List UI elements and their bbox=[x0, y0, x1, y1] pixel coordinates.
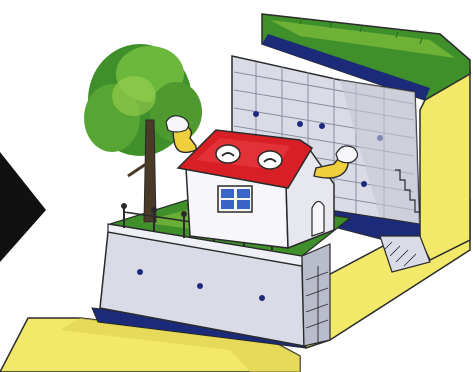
house-door bbox=[312, 201, 324, 236]
house-window-pane-3 bbox=[221, 200, 234, 209]
house-window-pane-4 bbox=[237, 200, 250, 209]
house-window-pane-2 bbox=[237, 189, 250, 198]
house-eye-left bbox=[216, 145, 240, 163]
tree-foliage-light bbox=[112, 76, 156, 116]
tree-trunk bbox=[144, 120, 156, 222]
house-window-pane-1 bbox=[221, 189, 234, 198]
arrow-icon bbox=[0, 152, 46, 262]
house bbox=[178, 130, 334, 248]
retaining-wall-side bbox=[302, 244, 330, 346]
house-eye-right bbox=[258, 151, 282, 169]
